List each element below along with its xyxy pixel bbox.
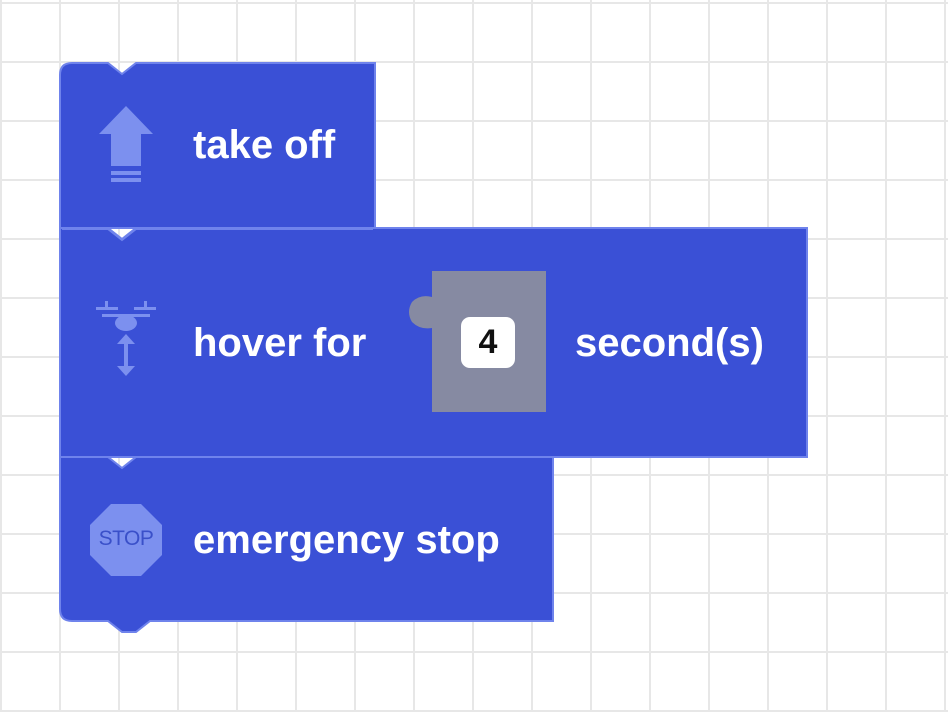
hover-duration-input[interactable]: 4 [461,317,515,368]
hover-for-label: hover for [193,321,367,365]
seconds-label: second(s) [575,321,764,365]
drone-hover-icon [96,301,156,376]
take-off-block[interactable] [59,62,376,229]
up-arrow-icon [99,106,153,182]
take-off-label: take off [193,123,336,167]
take-off-notch [62,228,373,242]
emergency-stop-label: emergency stop [193,518,500,562]
stop-sign-text: STOP [98,527,154,550]
emergency-stop-block[interactable] [59,456,554,633]
stop-sign-icon [90,504,162,576]
